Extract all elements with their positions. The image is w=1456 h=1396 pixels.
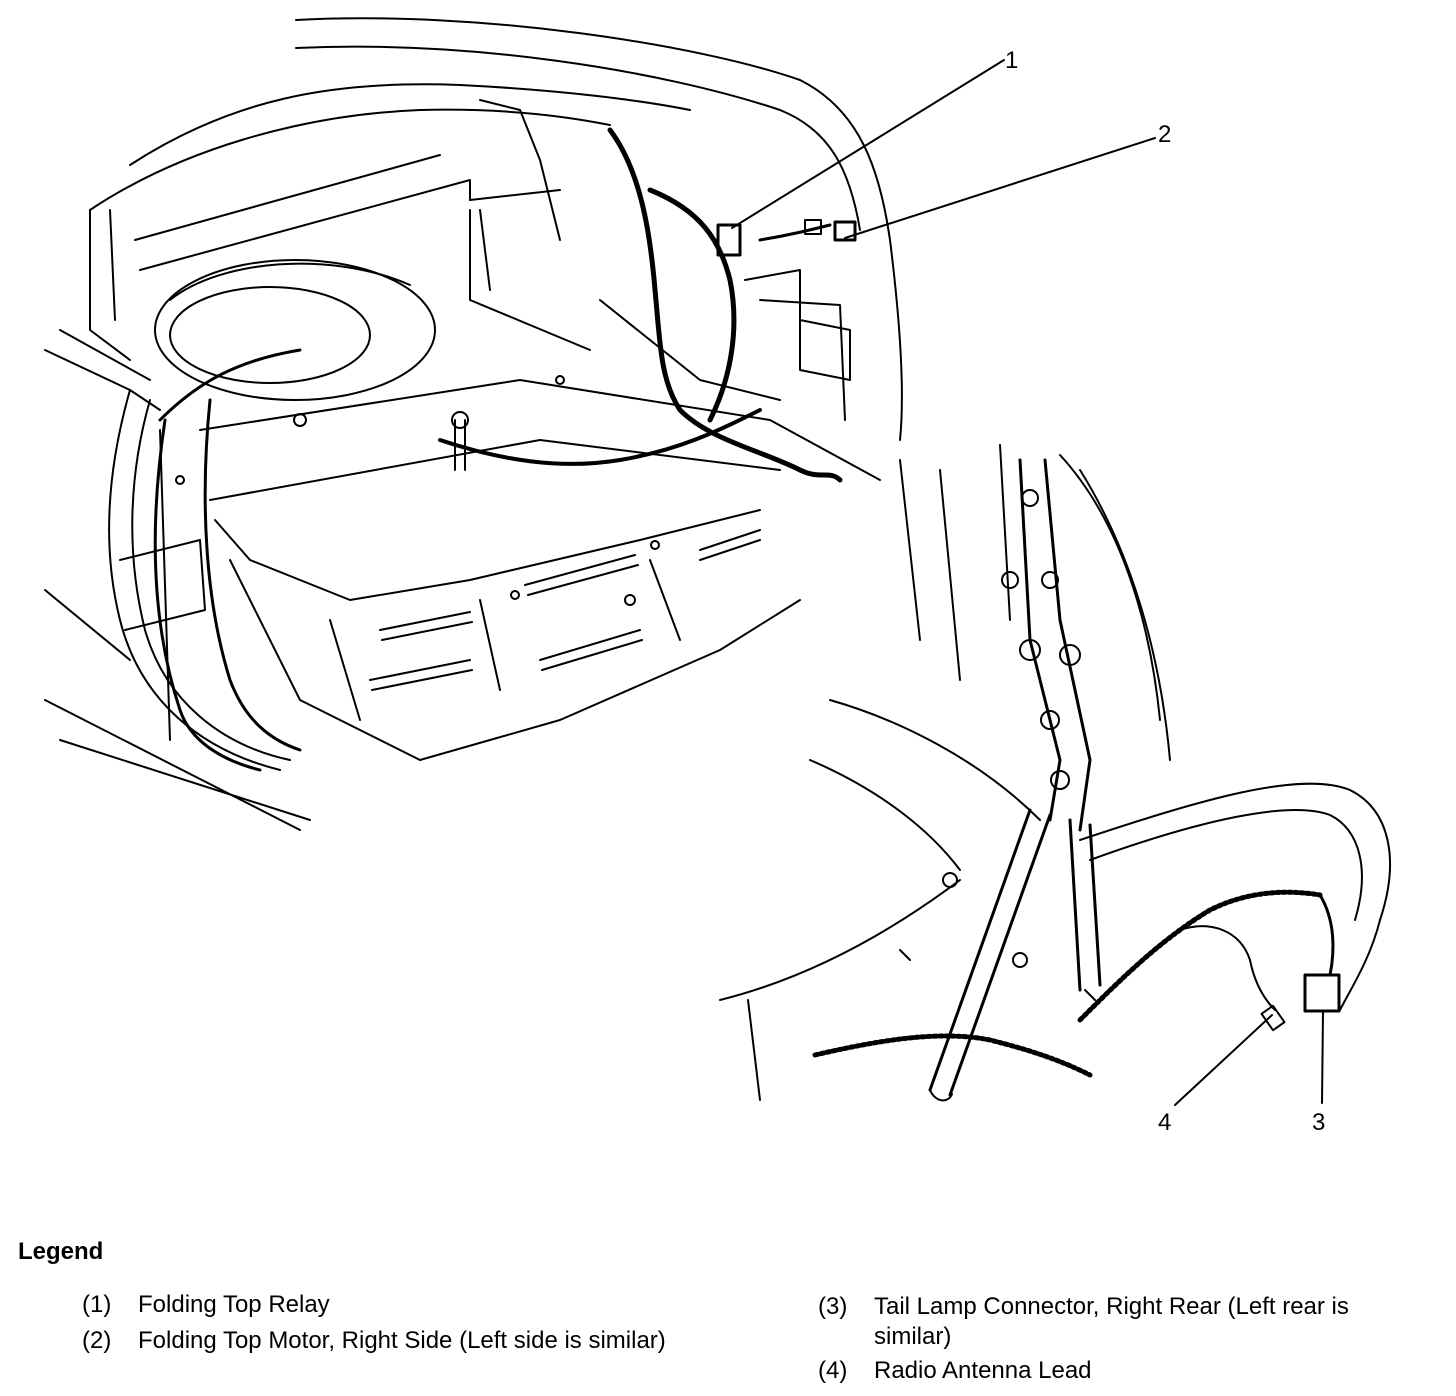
callout-labels: 1 2 3 4 [1005, 47, 1325, 1136]
trunk-compartment-view [44, 17, 903, 831]
rear-quarter-view [719, 444, 1391, 1102]
legend-item-text: Radio Antenna Lead [874, 1357, 1092, 1384]
legend-item-number: (4) [818, 1357, 848, 1384]
callout-label-4: 4 [1158, 1109, 1171, 1136]
leader-3 [1321, 1011, 1324, 1104]
legend-item-number: (2) [82, 1327, 112, 1354]
legend-title: Legend [18, 1238, 104, 1265]
leader-4 [1174, 1014, 1273, 1106]
callout-label-2: 2 [1158, 121, 1171, 148]
legend-item-text: Folding Top Motor, Right Side (Left side… [138, 1327, 666, 1354]
callout-leaders [731, 59, 1324, 1106]
callout-label-3: 3 [1312, 1109, 1325, 1136]
callout-label-1: 1 [1005, 47, 1018, 74]
legend-item-3: (3) Tail Lamp Connector, Right Rear (Lef… [818, 1292, 1418, 1352]
legend-item-4: (4) Radio Antenna Lead [818, 1356, 1418, 1386]
legend-item-1: (1) Folding Top Relay [82, 1290, 702, 1320]
legend-item-text: Tail Lamp Connector, Right Rear (Left re… [874, 1293, 1349, 1350]
leader-2 [844, 137, 1156, 239]
wiring-diagram: 1 2 3 4 [44, 17, 1391, 1136]
legend-item-number: (1) [82, 1291, 112, 1318]
legend-item-text: Folding Top Relay [138, 1291, 330, 1318]
leader-1 [731, 59, 1005, 229]
legend-item-2: (2) Folding Top Motor, Right Side (Left … [82, 1326, 702, 1356]
legend-item-number: (3) [818, 1293, 848, 1320]
